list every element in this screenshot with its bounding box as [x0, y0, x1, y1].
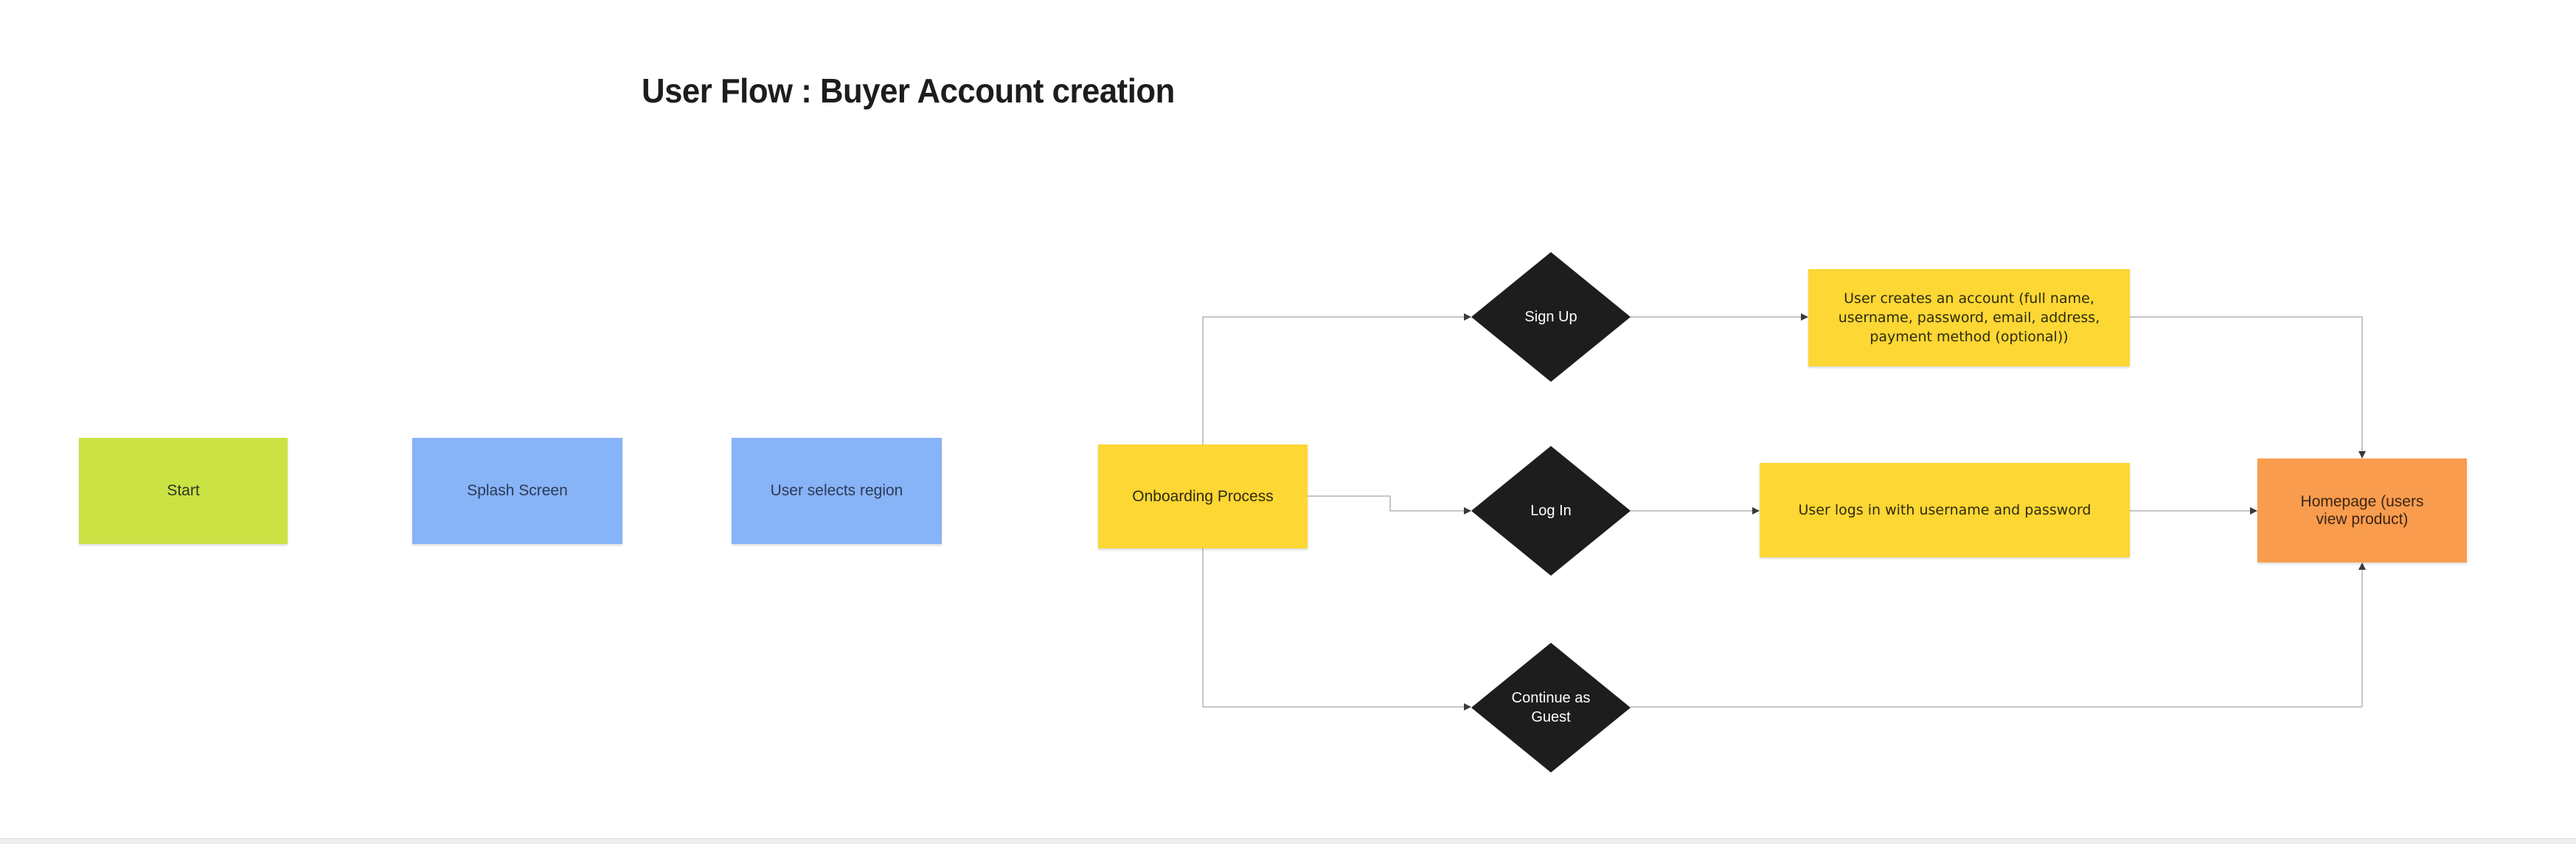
- arrow-head-icon: [1464, 313, 1471, 321]
- node-label: Homepage (users view product): [2300, 492, 2424, 528]
- node-label: User creates an account (full name, user…: [1838, 290, 2100, 346]
- connector-line: [2361, 317, 2363, 453]
- connector-line: [2130, 510, 2252, 512]
- node-label: Log In: [1530, 503, 1572, 519]
- canvas-bottom-edge: [0, 838, 2576, 844]
- node-homepage[interactable]: Homepage (users view product): [2257, 458, 2467, 562]
- node-label: Continue as Guest: [1511, 690, 1591, 725]
- arrow-head-icon: [2250, 507, 2257, 515]
- connector-line: [1389, 495, 1391, 511]
- page-title[interactable]: User Flow : Buyer Account creation: [642, 72, 1175, 110]
- arrow-head-icon: [2358, 562, 2366, 570]
- arrow-head-icon: [1801, 313, 1808, 321]
- node-onboarding-process[interactable]: Onboarding Process: [1098, 444, 1308, 548]
- connector-line: [1631, 706, 2362, 708]
- node-label: Onboarding Process: [1132, 487, 1274, 505]
- arrow-head-icon: [2358, 451, 2366, 458]
- connector-line: [1202, 316, 1468, 318]
- arrow-head-icon: [1752, 507, 1760, 515]
- node-start[interactable]: Start: [79, 438, 288, 544]
- node-label: Sign Up: [1524, 309, 1577, 325]
- connector-line: [1308, 495, 1390, 497]
- decision-log-in[interactable]: Log In: [1471, 446, 1631, 576]
- node-label: User selects region: [770, 482, 903, 499]
- decision-continue-as-guest[interactable]: Continue as Guest: [1471, 643, 1631, 772]
- arrow-head-icon: [1464, 703, 1471, 711]
- connector-line: [1631, 510, 1754, 512]
- node-user-selects-region[interactable]: User selects region: [732, 438, 942, 544]
- node-create-account-detail[interactable]: User creates an account (full name, user…: [1808, 269, 2130, 366]
- decision-sign-up[interactable]: Sign Up: [1471, 252, 1631, 382]
- connector-line: [2130, 316, 2363, 318]
- node-label: Start: [167, 482, 200, 499]
- connector-line: [2361, 569, 2363, 707]
- node-splash-screen[interactable]: Splash Screen: [412, 438, 622, 544]
- connector-line: [1631, 316, 1805, 318]
- node-login-detail[interactable]: User logs in with username and password: [1760, 463, 2130, 557]
- arrow-head-icon: [1464, 507, 1471, 515]
- node-label: Splash Screen: [467, 482, 568, 499]
- node-label: User logs in with username and password: [1798, 501, 2091, 518]
- connector-line: [1389, 510, 1466, 512]
- connector-line: [1202, 706, 1466, 708]
